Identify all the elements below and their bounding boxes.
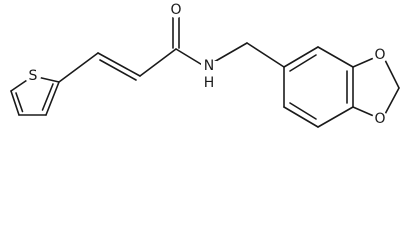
bond-vinyl2-carbonyl <box>139 48 177 77</box>
bond-vinyl-double <box>99 59 137 81</box>
bond-o2-ar4 <box>352 106 377 118</box>
bond-c5-vinyl1 <box>58 52 99 83</box>
bond-ar-inner-1 <box>289 54 317 72</box>
bond-ar-inner-3 <box>289 102 317 120</box>
bond-carbonyl-nitrogen <box>175 48 205 67</box>
bond-nitrogen-ch2 <box>213 42 248 63</box>
amide-nitrogen-label: N <box>204 58 214 74</box>
bond-ch2-o2 <box>383 87 400 117</box>
bond-o1-ch2 <box>383 57 400 89</box>
bond-vinyl1-vinyl2 <box>97 52 141 77</box>
chemical-structure: S O N H O O <box>10 2 400 128</box>
thiophene-ring <box>10 75 60 116</box>
bond-c4-c5-double <box>41 83 54 111</box>
sulfur-atom-label: S <box>29 68 38 84</box>
bond-ar1-ar2 <box>283 46 319 68</box>
amide-hydrogen-label: H <box>204 75 215 91</box>
benzodioxole-ring <box>283 46 400 128</box>
bond-ar4-ar5 <box>317 106 354 128</box>
atom-labels: S O N H O O <box>25 2 388 127</box>
bond-ar3-o1 <box>352 56 377 68</box>
bond-c4-c5 <box>45 81 60 116</box>
bond-ar5-ar6 <box>283 106 319 128</box>
bond-ar2-ar3 <box>317 46 354 68</box>
bond-c2-c3 <box>10 90 20 116</box>
bond-ch2-ring <box>246 42 285 68</box>
bond-c2-c3-double <box>15 92 24 113</box>
dioxole-oxygen-top-label: O <box>374 47 385 63</box>
acrylamide-chain <box>58 16 285 83</box>
dioxole-oxygen-bottom-label: O <box>374 111 385 127</box>
carbonyl-oxygen-label: O <box>170 2 181 18</box>
